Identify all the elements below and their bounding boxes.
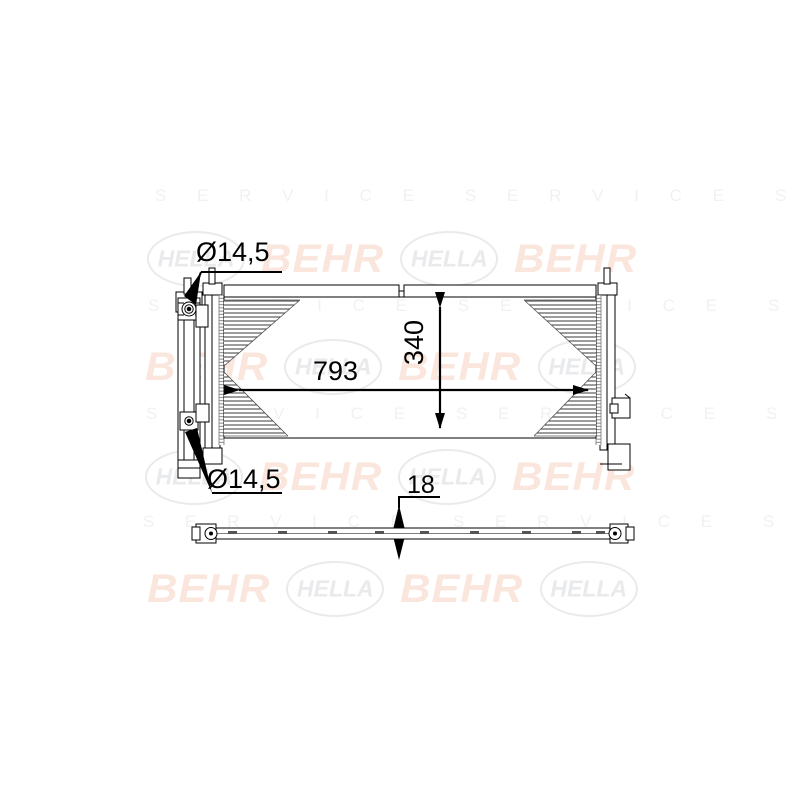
dimension-label-height: 340: [399, 320, 429, 366]
fin-block-upper-left: [223, 299, 301, 367]
dimension-label-width: 793: [313, 356, 359, 386]
dimension-label-port-upper: Ø14,5: [196, 237, 270, 267]
fin-block-upper-right: [523, 299, 597, 367]
mounting-bracket: [609, 393, 631, 419]
leader-lower-port: [185, 428, 282, 494]
dimension-label-port-lower: Ø14,5: [207, 464, 281, 494]
core-top-header: [223, 284, 597, 298]
dimension-label-thickness: 18: [407, 471, 435, 499]
dimension-line-thickness: [393, 496, 440, 560]
leader-upper-port: [184, 271, 282, 305]
fin-block-lower-right: [533, 371, 597, 437]
right-header-tank: [597, 267, 631, 471]
side-view: [191, 523, 635, 544]
fin-block-lower-left: [223, 371, 289, 437]
